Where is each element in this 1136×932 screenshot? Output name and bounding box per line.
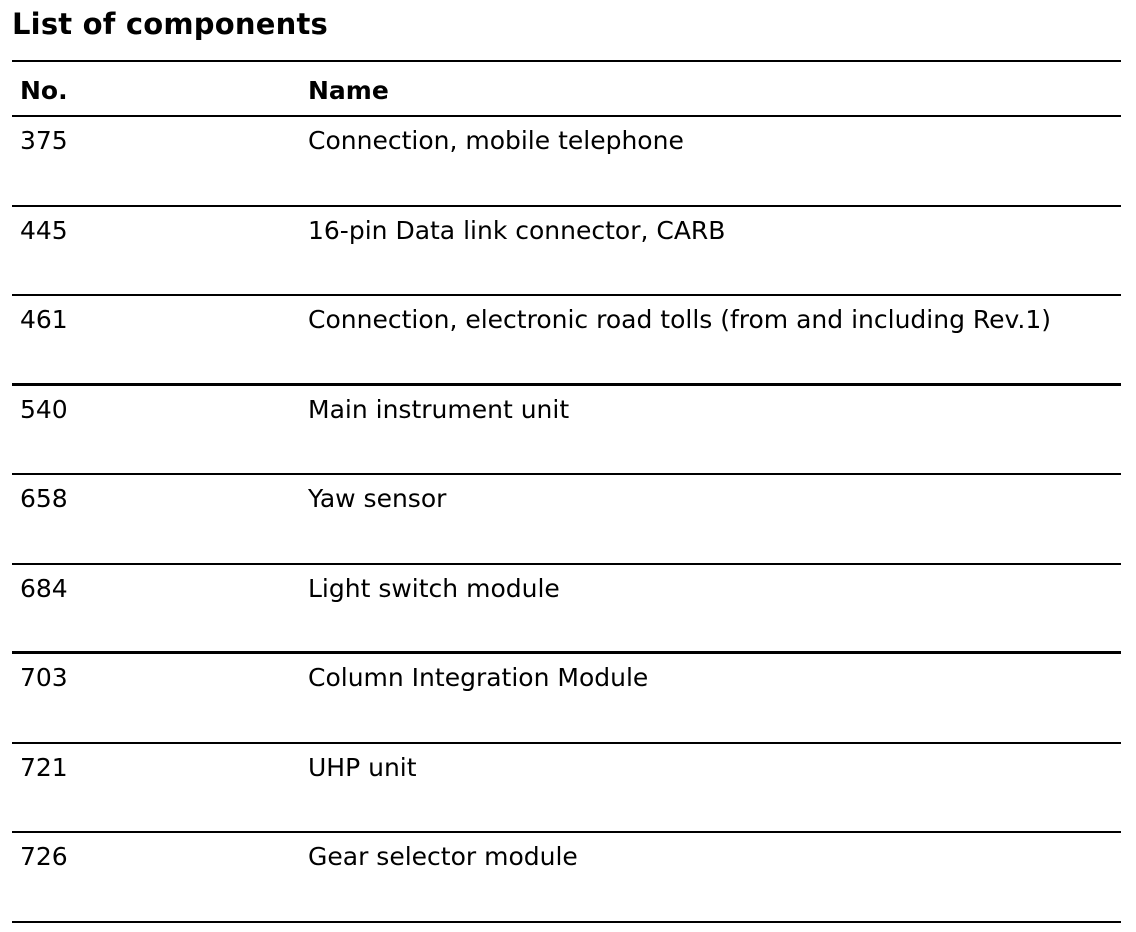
page-title: List of components bbox=[12, 7, 328, 41]
cell-name: UHP unit bbox=[308, 752, 417, 782]
cell-no: 703 bbox=[20, 663, 68, 692]
cell-name: Main instrument unit bbox=[308, 394, 570, 424]
cell-name: 16-pin Data link connector, CARB bbox=[308, 215, 726, 245]
cell-no: 445 bbox=[20, 215, 68, 245]
table-row: 658 Yaw sensor bbox=[12, 475, 1121, 565]
table-row: 684 Light switch module bbox=[12, 565, 1121, 654]
table-row: 461 Connection, electronic road tolls (f… bbox=[12, 296, 1121, 386]
cell-no: 540 bbox=[20, 394, 68, 424]
table-row: 721 UHP unit bbox=[12, 744, 1121, 833]
cell-no: 375 bbox=[20, 126, 68, 155]
table-row: 375 Connection, mobile telephone bbox=[12, 117, 1121, 207]
cell-no: 684 bbox=[20, 573, 68, 603]
table-row: 445 16-pin Data link connector, CARB bbox=[12, 207, 1121, 296]
cell-name: Connection, electronic road tolls (from … bbox=[308, 305, 1051, 334]
header-name: Name bbox=[308, 76, 389, 105]
cell-name: Connection, mobile telephone bbox=[308, 126, 684, 155]
cell-name: Gear selector module bbox=[308, 842, 578, 871]
cell-name: Light switch module bbox=[308, 573, 560, 603]
components-table: No. Name 375 Connection, mobile telephon… bbox=[12, 60, 1121, 923]
table-row: 703 Column Integration Module bbox=[12, 654, 1121, 744]
table-header-row: No. Name bbox=[12, 60, 1121, 117]
cell-no: 726 bbox=[20, 842, 68, 871]
table-row: 540 Main instrument unit bbox=[12, 386, 1121, 475]
cell-no: 658 bbox=[20, 484, 68, 513]
header-no: No. bbox=[20, 76, 68, 105]
cell-name: Column Integration Module bbox=[308, 663, 649, 692]
cell-no: 461 bbox=[20, 305, 68, 334]
cell-name: Yaw sensor bbox=[308, 484, 447, 513]
table-row: 726 Gear selector module bbox=[12, 833, 1121, 923]
cell-no: 721 bbox=[20, 752, 68, 782]
